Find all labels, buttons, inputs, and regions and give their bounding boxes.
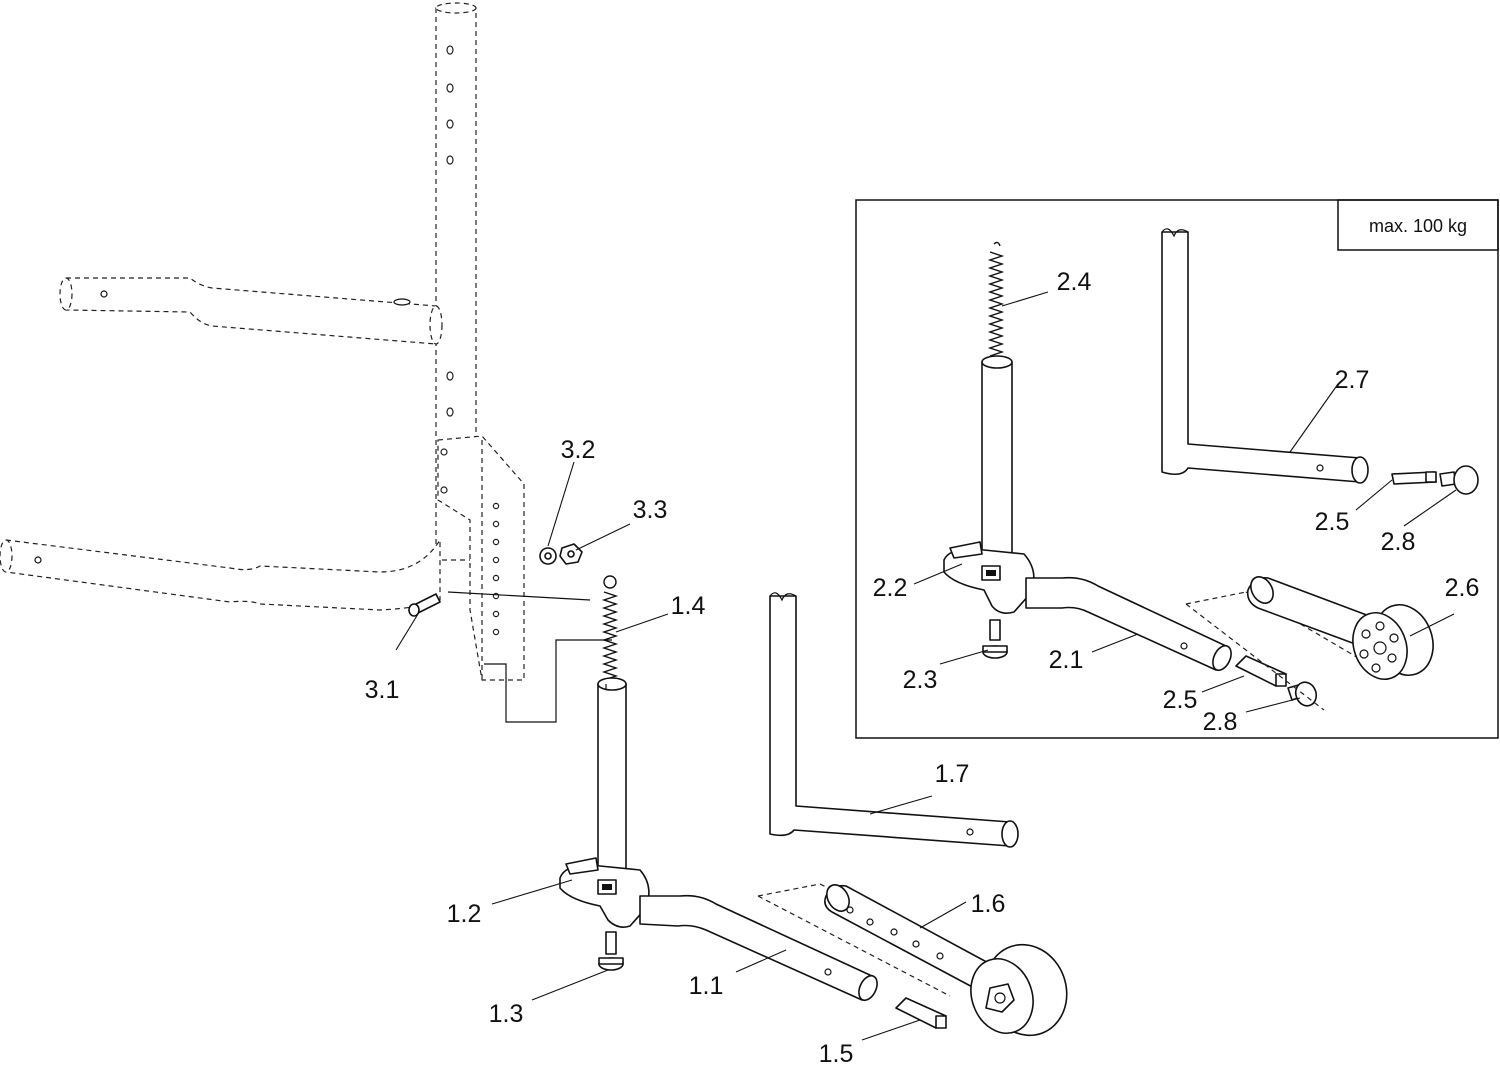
bolt-2-3 <box>982 619 1008 659</box>
label-2-5-upper: 2.5 <box>1315 508 1350 536</box>
extension-2-6 <box>1246 576 1381 649</box>
swivel-tube-2 <box>981 355 1013 557</box>
label-3-3: 3.3 <box>633 496 668 524</box>
cap-2-8-upper <box>1439 465 1479 495</box>
pin-2-5-lower <box>1235 655 1287 687</box>
washer-3-2 <box>539 547 557 565</box>
label-2-6: 2.6 <box>1445 574 1480 602</box>
leader-lines <box>395 291 1457 1041</box>
label-2-4: 2.4 <box>1057 268 1092 296</box>
label-2-5-lower: 2.5 <box>1163 686 1198 714</box>
screw-3-1 <box>408 593 441 617</box>
label-1-3: 1.3 <box>489 1000 524 1028</box>
label-2-3: 2.3 <box>903 666 938 694</box>
label-1-5: 1.5 <box>819 1040 854 1068</box>
pin-1-5 <box>895 997 947 1029</box>
swivel-tube-1 <box>597 677 627 873</box>
wheel-1 <box>970 943 1068 1037</box>
label-2-8-upper: 2.8 <box>1381 528 1416 556</box>
bolt-1-3 <box>598 931 624 971</box>
wheelchair-frame-reference <box>0 2 612 723</box>
label-1-7: 1.7 <box>935 760 970 788</box>
inset-frame <box>855 199 1499 739</box>
label-1-4: 1.4 <box>671 592 706 620</box>
l-tube-1-7 <box>769 592 1019 848</box>
label-1-1: 1.1 <box>689 972 724 1000</box>
label-3-1: 3.1 <box>365 676 400 704</box>
nut-3-3 <box>559 543 583 565</box>
label-2-8-lower: 2.8 <box>1203 708 1238 736</box>
label-2-1: 2.1 <box>1049 646 1084 674</box>
weight-note: max. 100 kg <box>1369 216 1467 236</box>
spring-2-4 <box>987 241 1005 357</box>
pin-2-5-upper <box>1391 471 1437 485</box>
label-3-2: 3.2 <box>561 436 596 464</box>
label-1-6: 1.6 <box>971 890 1006 918</box>
caster-arm-1-1 <box>639 894 878 1002</box>
l-tube-2-7 <box>1161 228 1369 484</box>
clamp-lever-1-2 <box>559 857 650 928</box>
label-2-7: 2.7 <box>1335 366 1370 394</box>
weight-note-box <box>1337 199 1499 251</box>
spring-1-4 <box>601 575 619 681</box>
clamp-lever-2-2 <box>943 541 1035 614</box>
label-2-2: 2.2 <box>873 574 908 602</box>
label-1-2: 1.2 <box>447 900 482 928</box>
wheel-2 <box>1352 604 1434 680</box>
caster-arm-2-1 <box>1025 576 1232 672</box>
